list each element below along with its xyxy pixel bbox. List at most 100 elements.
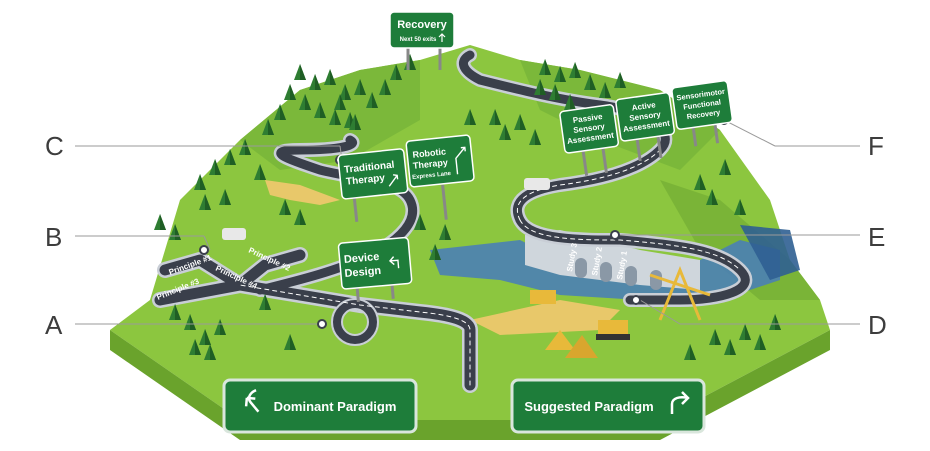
tree-shadow: [320, 102, 326, 118]
sign-device-design: Device Design: [337, 236, 413, 302]
tree-shadow: [520, 114, 526, 130]
callout-d: D: [868, 310, 887, 340]
arrow-up-icon: [438, 33, 446, 42]
tree-shadow: [260, 164, 266, 180]
tree-shadow: [340, 94, 346, 110]
tree-shadow: [560, 66, 566, 82]
tree-shadow: [220, 319, 226, 335]
tree-shadow: [215, 159, 221, 175]
tree-shadow: [535, 129, 541, 145]
construction-site: [530, 265, 711, 358]
sign-dominant-paradigm: Dominant Paradigm: [222, 378, 418, 434]
sign-traditional-therapy: Traditional Therapy: [337, 148, 409, 223]
suggested-paradigm-label: Suggested Paradigm: [524, 399, 653, 414]
callout-b: B: [45, 222, 63, 252]
dominant-paradigm-label: Dominant Paradigm: [274, 399, 397, 414]
tree-shadow: [410, 54, 416, 70]
sign-traditional-line1: Traditional: [344, 160, 396, 176]
tree-shadow: [420, 214, 426, 230]
sand-areas: [265, 180, 620, 335]
tree-shadow: [690, 344, 696, 360]
tree-shadow: [745, 324, 751, 340]
sign-passive-line1: Passive: [572, 112, 603, 125]
tree-shadow: [605, 82, 611, 98]
tree-shadow: [775, 314, 781, 330]
tree-shadow: [740, 199, 746, 215]
tree-shadow: [435, 244, 441, 260]
tree-shadow: [315, 74, 321, 90]
tree-shadow: [725, 159, 731, 175]
tree-shadow: [575, 62, 581, 78]
tree-shadow: [305, 94, 311, 110]
sign-recovery-subtitle: Next 50 exits: [400, 37, 437, 43]
sign-traditional-line2: Therapy: [346, 173, 386, 188]
tree-shadow: [285, 199, 291, 215]
tree-shadow: [300, 64, 306, 80]
tree-shadow: [712, 189, 718, 205]
sign-active-line1: Active: [631, 100, 657, 112]
tree-shadow: [385, 79, 391, 95]
tree-shadow: [700, 174, 706, 190]
tree-shadow: [470, 109, 476, 125]
tree-shadow: [715, 329, 721, 345]
sign-suggested-paradigm: Suggested Paradigm: [510, 378, 706, 434]
tree-shadow: [268, 119, 274, 135]
arrow-turn-icon: [388, 174, 399, 187]
trees: [154, 54, 781, 360]
tree-shadow: [210, 344, 216, 360]
tree-shadow: [205, 194, 211, 210]
sign-active-line2: Sensory: [629, 110, 662, 123]
sign-robotic-line2: Therapy: [412, 157, 448, 171]
tree-shadow: [290, 334, 296, 350]
sign-robotic-line1: Robotic: [412, 146, 446, 159]
tree-shadow: [360, 79, 366, 95]
tree-shadow: [205, 329, 211, 345]
tree-shadow: [540, 79, 546, 95]
callout-e: E: [868, 222, 886, 252]
tree-shadow: [555, 84, 561, 100]
tree-shadow: [190, 314, 196, 330]
tree-shadow: [545, 59, 551, 75]
tree-shadow: [230, 149, 236, 165]
tree-shadow: [345, 84, 351, 100]
tree-shadow: [355, 114, 361, 130]
callout-a: A: [45, 310, 63, 340]
arrow-left-turn-icon: [388, 256, 400, 269]
sign-device-line1: Device: [343, 251, 379, 266]
callout-f: F: [868, 131, 884, 161]
tree-shadow: [505, 124, 511, 140]
sign-robotic-therapy: Robotic Therapy Express Lane: [405, 134, 475, 220]
tree-shadow: [445, 224, 451, 240]
vehicles: [222, 178, 550, 240]
sign-recovery-title: Recovery: [397, 19, 447, 31]
sign-sensorimotor: Sensorimotor Functional Recovery: [671, 80, 734, 147]
sign-robotic-subtitle: Express Lane: [412, 171, 452, 181]
tree-shadow: [200, 174, 206, 190]
arrow-right-turn-icon: [455, 146, 466, 175]
tree-shadow: [290, 84, 296, 100]
tree-shadow: [245, 139, 251, 155]
tree-shadow: [335, 109, 341, 125]
tree-shadow: [495, 109, 501, 125]
tree-shadow: [225, 189, 231, 205]
sign-active-sensory: Active Sensory Assessment: [615, 92, 676, 162]
tree-shadow: [760, 334, 766, 350]
tree-shadow: [280, 104, 286, 120]
sign-passive-sensory: Passive Sensory Assessment: [559, 104, 620, 176]
tree-shadow: [396, 64, 402, 80]
tree-shadow: [175, 304, 181, 320]
tree-shadow: [265, 294, 271, 310]
tree-shadow: [730, 339, 736, 355]
tree-shadow: [372, 92, 378, 108]
sign-passive-line2: Sensory: [573, 122, 606, 135]
tree-shadow: [620, 72, 626, 88]
tree-shadow: [160, 214, 166, 230]
tree-shadow: [590, 74, 596, 90]
tree-shadow: [300, 209, 306, 225]
tree-shadow: [195, 339, 201, 355]
arrow-right-curve-icon: [670, 391, 690, 414]
arrow-left-curve-icon: [244, 388, 260, 413]
sign-recovery: Recovery Next 50 exits: [389, 11, 455, 70]
